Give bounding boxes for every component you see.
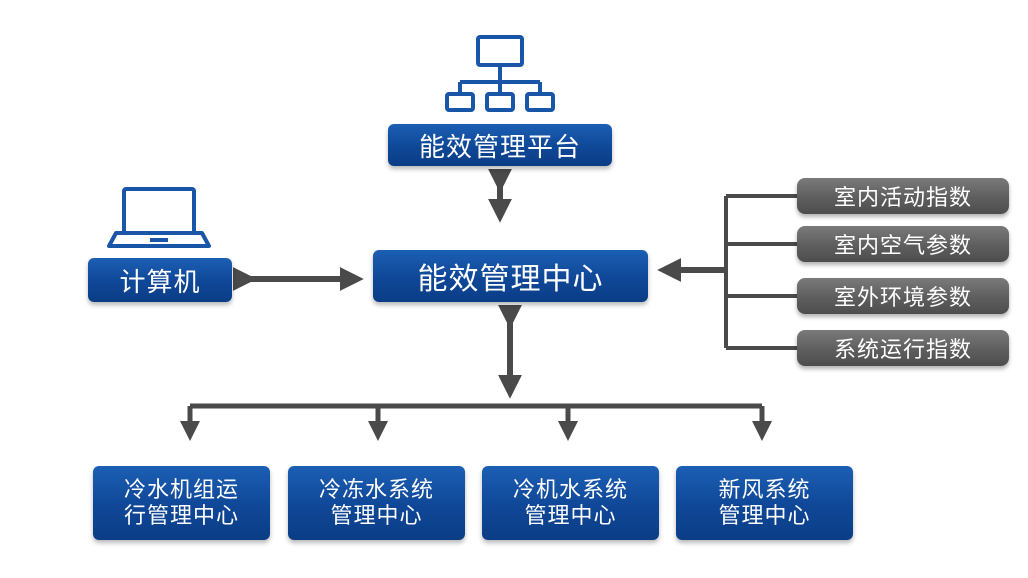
platform-node: 能效管理平台 [388,124,612,166]
computer-node: 计算机 [88,258,232,302]
input-label: 室外环境参数 [833,286,972,311]
input-label: 系统运行指数 [833,338,972,363]
sub-center-label: 冷机水系统 管理中心 [512,478,628,529]
input-label: 室内空气参数 [833,234,972,259]
input-indoor-air: 室内空气参数 [797,226,1009,262]
center-node: 能效管理中心 [373,250,648,302]
computer-label: 计算机 [119,267,201,298]
sub-center-label: 新风系统 管理中心 [718,478,811,529]
platform-label: 能效管理平台 [418,132,581,163]
input-indoor-activity: 室内活动指数 [797,178,1009,214]
sub-center-label: 冷水机组运 行管理中心 [123,478,239,529]
sub-center-cooling-water: 冷机水系统 管理中心 [482,466,659,540]
sub-center-fresh-air: 新风系统 管理中心 [676,466,853,540]
input-outdoor-environment: 室外环境参数 [797,278,1009,314]
center-label: 能效管理中心 [417,262,604,297]
laptop-icon [107,187,211,248]
sub-center-chilled-water: 冷冻水系统 管理中心 [288,466,465,540]
input-label: 室内活动指数 [833,186,972,211]
network-hierarchy-icon [445,35,555,112]
input-system-operation: 系统运行指数 [797,330,1009,366]
sub-center-chiller-unit: 冷水机组运 行管理中心 [93,466,270,540]
sub-center-label: 冷冻水系统 管理中心 [318,478,434,529]
